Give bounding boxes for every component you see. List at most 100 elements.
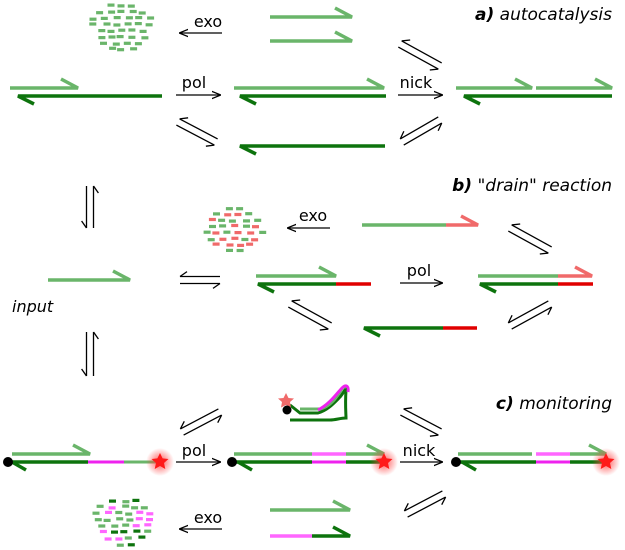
fragment <box>241 237 249 242</box>
duplex-bottom-b1-green <box>257 282 336 294</box>
fragment <box>259 230 267 234</box>
fragment <box>98 524 106 528</box>
fragment <box>128 28 136 32</box>
fragment <box>96 11 104 15</box>
duplex-top-b2-red <box>558 265 593 278</box>
fragment <box>146 512 154 516</box>
fragment <box>117 4 125 8</box>
fragment <box>122 500 130 504</box>
fluorescent-star-icon <box>151 453 169 469</box>
equilibrium-arrow <box>403 490 447 518</box>
fragment <box>132 524 140 528</box>
fragment <box>116 543 124 547</box>
exo-fragments-b <box>203 207 267 253</box>
fragment <box>226 248 233 252</box>
equilibrium-arrow <box>81 185 99 229</box>
primer-strand-a1 <box>270 6 353 19</box>
fragment <box>226 243 234 247</box>
fragment <box>105 510 112 514</box>
fragment <box>104 537 112 541</box>
fragment <box>218 218 226 222</box>
fragment <box>117 48 125 52</box>
duplex-bottom-a1 <box>17 94 162 106</box>
probe-duplex-c1 <box>3 443 174 476</box>
fragment <box>108 35 116 39</box>
equilibrium-arrow <box>179 271 221 289</box>
fragment <box>207 238 215 242</box>
probe-duplex-c2 <box>227 443 398 476</box>
fragment <box>223 230 231 234</box>
fragment <box>128 35 136 39</box>
equilibrium-arrow <box>399 116 443 146</box>
fragment <box>132 498 140 502</box>
fragment <box>245 212 253 216</box>
equilibrium-arrow <box>176 117 218 147</box>
fragment <box>109 499 116 503</box>
fragment <box>89 17 97 21</box>
equilibrium-arrow <box>179 408 223 436</box>
duplex-top-b1 <box>256 265 337 278</box>
fragment <box>138 11 146 15</box>
input-label: input <box>12 297 54 316</box>
fragment <box>236 248 244 253</box>
fragment <box>89 22 97 26</box>
fragment <box>112 42 120 46</box>
fragment <box>252 225 259 229</box>
fragment <box>146 518 153 522</box>
duplex-bottom-b2-green <box>479 282 558 294</box>
fragment <box>144 523 152 527</box>
fragment <box>109 46 117 50</box>
fragment <box>225 207 233 211</box>
fragment <box>116 517 124 521</box>
fragment <box>243 224 250 228</box>
fragment <box>92 511 100 515</box>
fragment <box>203 230 211 234</box>
released-probe-green <box>312 525 351 538</box>
fragment <box>127 543 135 547</box>
hairpin-probe <box>278 384 350 422</box>
equilibrium-arrow <box>507 300 553 330</box>
fragment <box>124 536 132 540</box>
fragment <box>127 4 135 8</box>
section-c-title: c) monitoring <box>496 394 612 414</box>
fragment <box>115 537 123 541</box>
fragment <box>120 530 128 534</box>
fragment <box>126 518 134 522</box>
probe-duplex-c3 <box>451 443 620 476</box>
quencher-star-icon <box>278 393 294 408</box>
equilibrium-arrow <box>81 331 99 377</box>
exo-fragments-c <box>92 498 154 547</box>
section-a: exo pol nick <box>10 3 613 156</box>
section-a-title: a) autocatalysis <box>475 5 612 25</box>
duplex-top-a3-right <box>536 77 613 90</box>
fragment <box>234 231 242 235</box>
fluorescent-star-icon <box>597 453 615 469</box>
fragment <box>236 207 244 211</box>
fragment <box>129 9 137 14</box>
pol-label-c: pol <box>182 441 206 460</box>
duplex-bottom-a2 <box>239 94 386 106</box>
fragment <box>117 9 125 13</box>
fragment <box>237 243 245 247</box>
fragment <box>98 36 106 40</box>
fragment <box>113 23 121 27</box>
fragment <box>147 16 155 20</box>
fragment <box>125 16 133 20</box>
fragment <box>100 16 108 20</box>
pol-label-b: pol <box>407 261 431 280</box>
fragment <box>98 29 106 33</box>
fragment <box>246 242 254 246</box>
fragment <box>107 3 115 7</box>
section-b: exo input pol <box>12 206 593 338</box>
fragment <box>136 510 144 514</box>
fragment <box>134 22 142 26</box>
fragment <box>111 524 119 528</box>
fragment <box>213 212 220 216</box>
fragment <box>219 237 227 241</box>
fragment <box>130 47 138 51</box>
nick-label-a: nick <box>400 73 433 92</box>
fragment <box>115 510 123 515</box>
fragment <box>133 529 141 533</box>
fragment <box>212 231 220 235</box>
